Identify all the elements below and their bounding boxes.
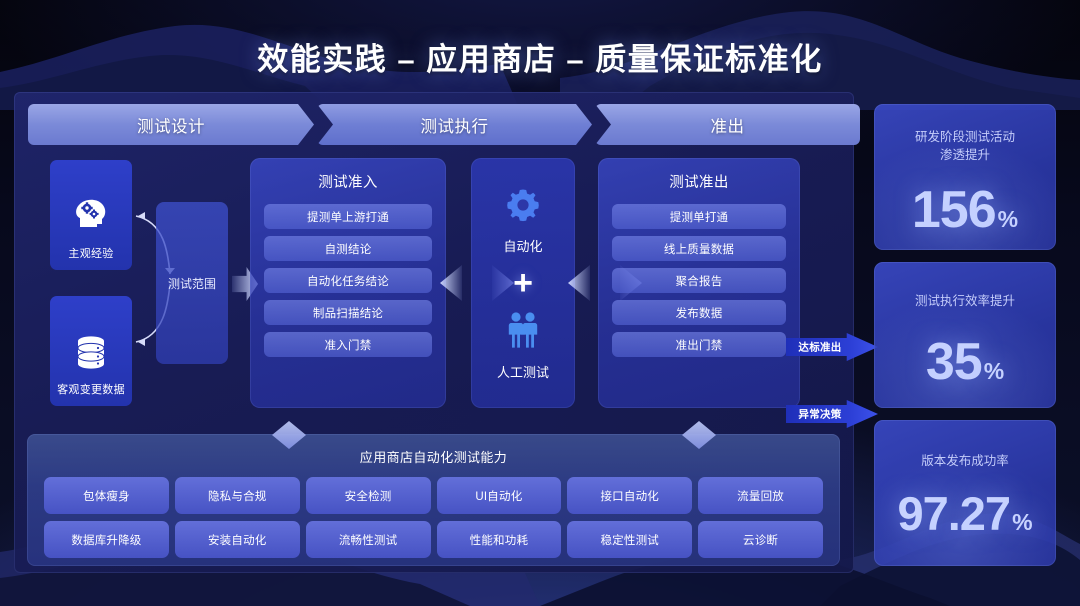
people-icon — [503, 311, 543, 354]
phase-tab-label: 测试执行 — [420, 117, 489, 136]
gear-icon — [505, 187, 541, 228]
phase-tab-row: 测试设计 测试执行 准出 — [28, 104, 860, 145]
capability-chip[interactable]: 流量回放 — [698, 477, 823, 514]
capability-chip[interactable]: 数据库升降级 — [44, 521, 169, 558]
phase-tab-test-execution[interactable]: 测试执行 — [317, 104, 592, 145]
automation-block[interactable]: 自动化 — [503, 158, 543, 283]
kpi-label-line2: 渗透提升 — [939, 148, 990, 163]
manual-test-block[interactable]: 人工测试 — [497, 283, 549, 408]
kpi-card-release-success-rate: 版本发布成功率 97.27% — [874, 420, 1056, 566]
source-card-label: 主观经验 — [68, 248, 114, 260]
diagram-body: 主观经验 — [28, 158, 840, 408]
kpi-label: 测试执行效率提升 — [914, 294, 1015, 308]
list-item[interactable]: 制品扫描结论 — [264, 300, 432, 325]
operator-plus: + — [513, 264, 533, 302]
capability-chip[interactable]: 安全检测 — [305, 477, 431, 514]
manual-test-label: 人工测试 — [496, 364, 549, 380]
kpi-label-line1: 研发阶段测试活动 — [914, 130, 1015, 144]
test-entry-box: 测试准入 提测单上游打通 自测结论 自动化任务结论 制品扫描结论 准入门禁 — [250, 158, 446, 408]
phase-tab-exit[interactable]: 准出 — [595, 104, 860, 145]
kpi-number: 35 — [925, 333, 983, 392]
kpi-number: 97.27 — [897, 487, 1011, 541]
kpi-value: 156% — [874, 184, 1056, 236]
list-item[interactable]: 线上质量数据 — [612, 236, 786, 261]
test-exit-title: 测试准出 — [669, 175, 729, 191]
list-item[interactable]: 准出门禁 — [612, 332, 786, 357]
kpi-value: 97.27% — [874, 490, 1056, 537]
capability-chip[interactable]: 云诊断 — [698, 521, 823, 558]
source-card-subjective-experience[interactable]: 主观经验 — [50, 160, 132, 270]
exit-arrow-label: 达标准出 — [798, 341, 842, 354]
phase-tab-label: 准出 — [710, 117, 745, 136]
source-column: 主观经验 — [50, 158, 132, 408]
capability-chip[interactable]: 安装自动化 — [174, 521, 300, 558]
page-title: 效能实践 – 应用商店 – 质量保证标准化 — [257, 42, 823, 77]
execution-middle-column: 自动化 + 人工测试 — [471, 158, 575, 408]
capability-chip[interactable]: 隐私与合规 — [174, 477, 300, 514]
list-item[interactable]: 提测单打通 — [612, 204, 786, 229]
scope-label: 测试范围 — [167, 276, 216, 291]
source-card-label: 客观变更数据 — [57, 384, 125, 396]
phase-tab-test-design[interactable]: 测试设计 — [28, 104, 314, 145]
kpi-card-test-penetration: 研发阶段测试活动 渗透提升 156% — [874, 104, 1056, 250]
capability-panel-title: 应用商店自动化测试能力 — [359, 450, 508, 465]
kpi-label: 研发阶段测试活动 渗透提升 — [874, 128, 1056, 164]
kpi-value: 35% — [874, 336, 1056, 388]
list-item[interactable]: 自测结论 — [264, 236, 432, 261]
kpi-unit: % — [983, 358, 1005, 385]
kpi-unit: % — [997, 206, 1019, 233]
source-card-objective-change-data[interactable]: 客观变更数据 — [50, 296, 132, 406]
kpi-unit: % — [1012, 509, 1033, 536]
exit-arrow-exception: 异常决策 — [786, 400, 878, 428]
capability-chip[interactable]: 接口自动化 — [567, 477, 693, 514]
list-item[interactable]: 聚合报告 — [612, 268, 786, 293]
phase-tab-shape — [595, 104, 860, 145]
phase-tab-label: 测试设计 — [137, 117, 205, 136]
automation-label: 自动化 — [503, 238, 543, 254]
capability-chip[interactable]: 性能和功耗 — [436, 521, 562, 558]
test-exit-list: 提测单打通 线上质量数据 聚合报告 发布数据 准出门禁 — [598, 192, 800, 357]
test-entry-title: 测试准入 — [318, 175, 378, 191]
test-entry-list: 提测单上游打通 自测结论 自动化任务结论 制品扫描结论 准入门禁 — [250, 192, 446, 357]
capability-chip[interactable]: 流畅性测试 — [305, 521, 431, 558]
capability-chip[interactable]: UI自动化 — [436, 477, 562, 514]
kpi-number: 156 — [911, 181, 997, 240]
capability-panel: 应用商店自动化测试能力 包体瘦身 隐私与合规 安全检测 UI自动化 接口自动化 … — [27, 421, 840, 566]
list-item[interactable]: 自动化任务结论 — [264, 268, 432, 293]
exit-arrow-label: 异常决策 — [798, 408, 842, 421]
list-item[interactable]: 准入门禁 — [264, 332, 432, 357]
exit-arrow-qualified: 达标准出 — [786, 333, 878, 361]
database-icon — [72, 332, 110, 375]
phase-tab-shape — [317, 104, 592, 145]
scope-box[interactable]: 测试范围 — [156, 202, 228, 364]
capability-chip-grid: 包体瘦身 隐私与合规 安全检测 UI自动化 接口自动化 流量回放 数据库升降级 … — [44, 477, 823, 558]
capability-chip[interactable]: 稳定性测试 — [567, 521, 693, 558]
kpi-card-execution-efficiency: 测试执行效率提升 35% — [874, 262, 1056, 408]
test-exit-box: 测试准出 提测单打通 线上质量数据 聚合报告 发布数据 准出门禁 — [598, 158, 800, 408]
kpi-label: 版本发布成功率 — [921, 454, 1009, 468]
list-item[interactable]: 发布数据 — [612, 300, 786, 325]
list-item[interactable]: 提测单上游打通 — [264, 204, 432, 229]
capability-chip[interactable]: 包体瘦身 — [44, 477, 169, 514]
phase-tab-shape — [28, 104, 314, 145]
head-gears-icon — [71, 194, 111, 239]
